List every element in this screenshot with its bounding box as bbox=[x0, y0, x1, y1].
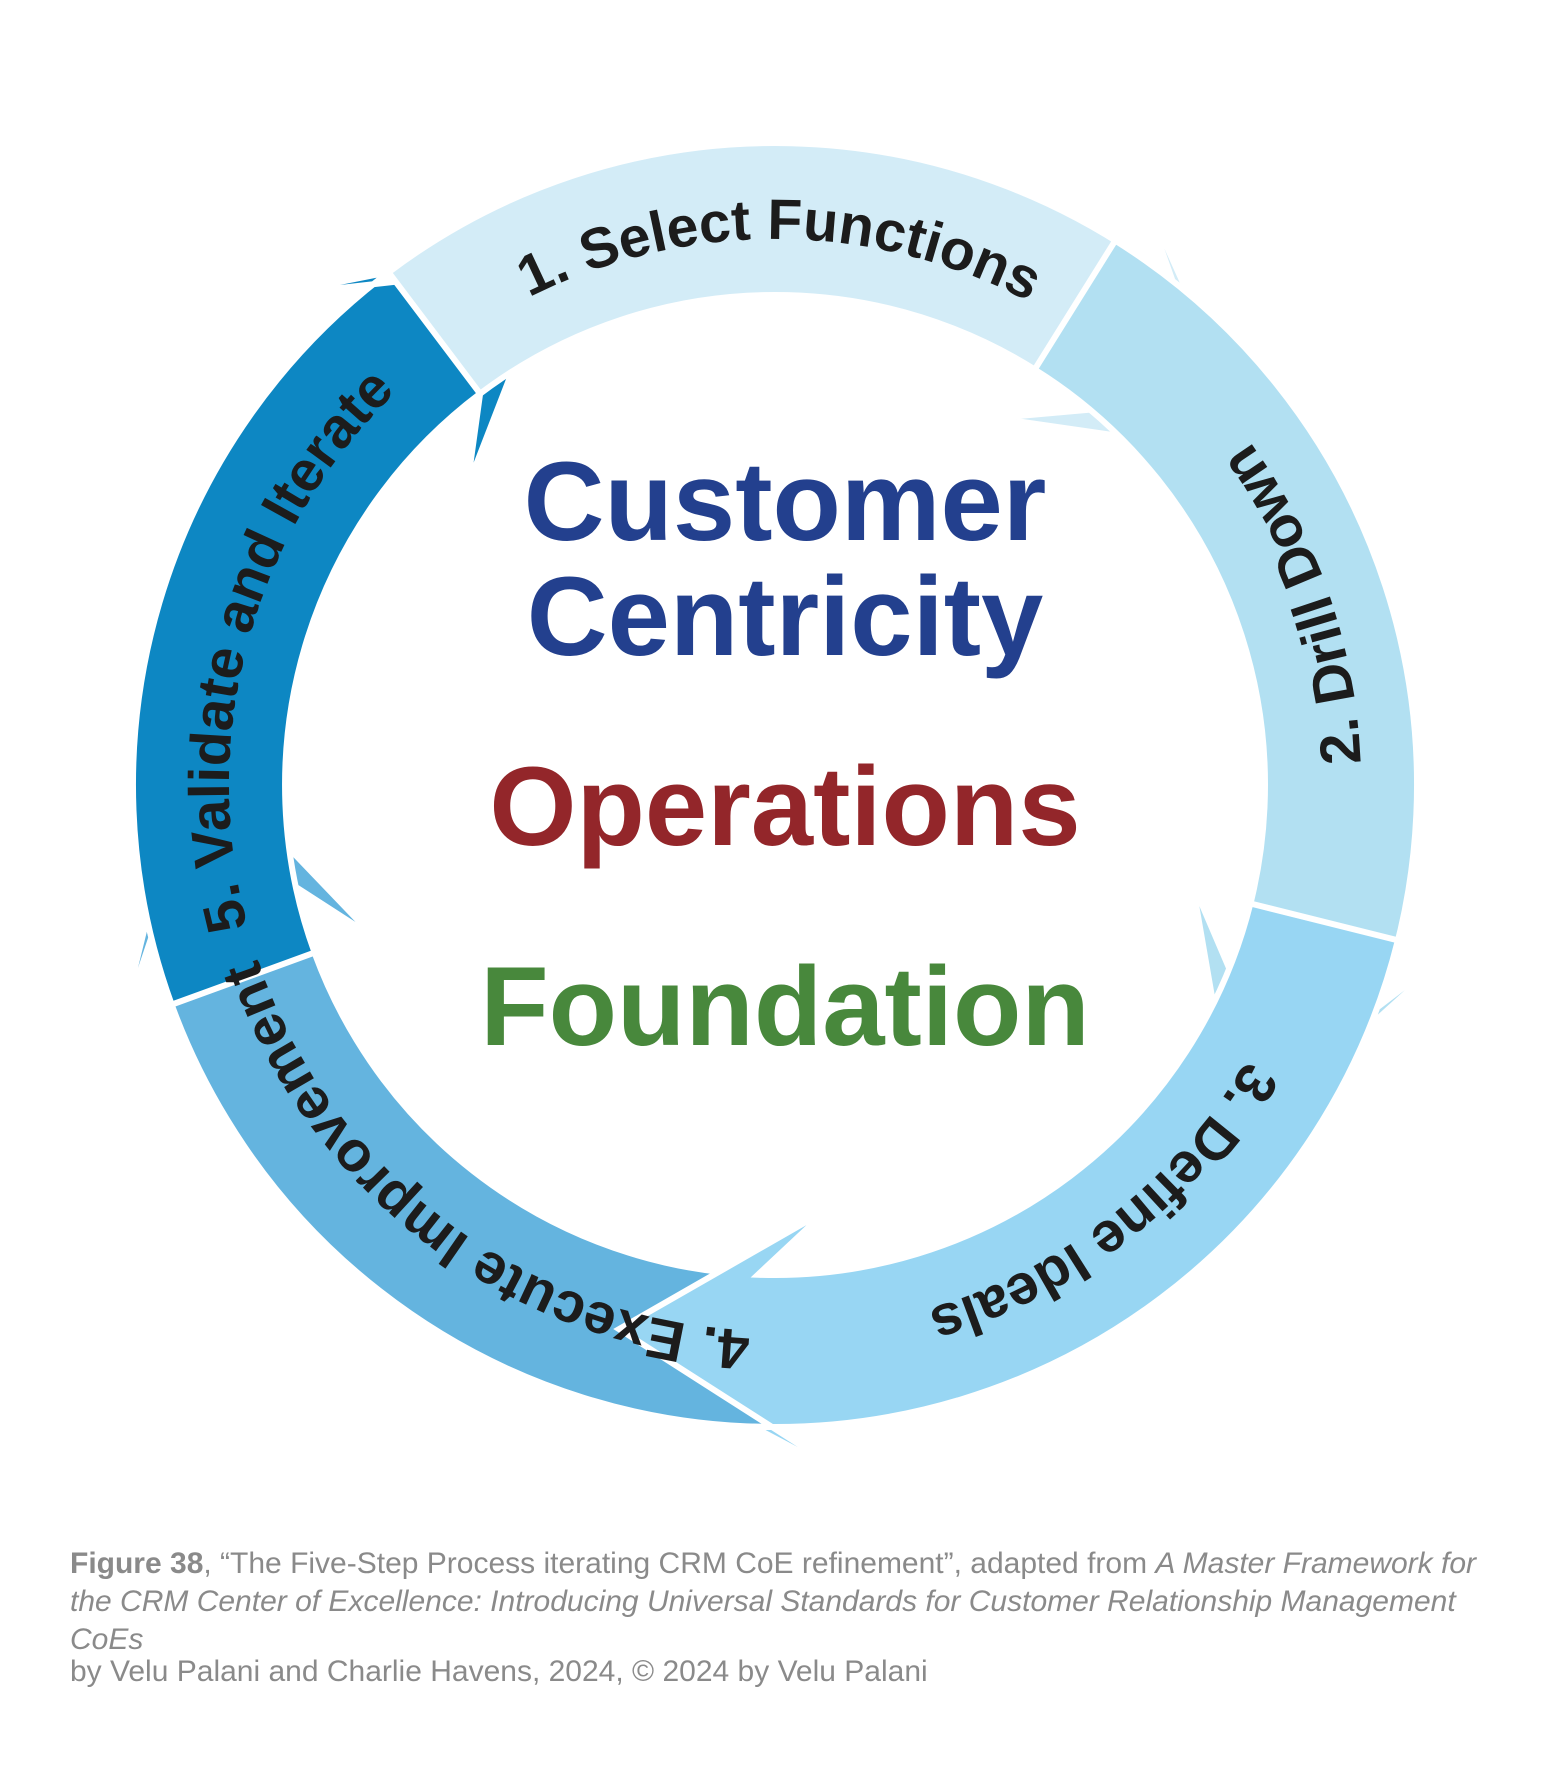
center-customer-text: Customer bbox=[524, 439, 1047, 564]
figure-number: Figure 38 bbox=[70, 1547, 204, 1580]
center-centricity-text: Centricity bbox=[527, 554, 1044, 679]
figure-credit: by Velu Palani and Charlie Havens, 2024,… bbox=[70, 1655, 928, 1688]
step-3-arrow bbox=[613, 899, 1402, 1487]
center-foundation-text: Foundation bbox=[480, 944, 1090, 1069]
center-operations-text: Operations bbox=[489, 744, 1080, 869]
caption-text: , “The Five-Step Process iterating CRM C… bbox=[203, 1547, 1156, 1580]
figure-caption: Figure 38, “The Five-Step Process iterat… bbox=[70, 1545, 1510, 1659]
caption-source-title: A Master Framework for the CRM Center of… bbox=[70, 1547, 1477, 1656]
center-title: Customer Centricity Operations Foundatio… bbox=[480, 439, 1090, 1069]
